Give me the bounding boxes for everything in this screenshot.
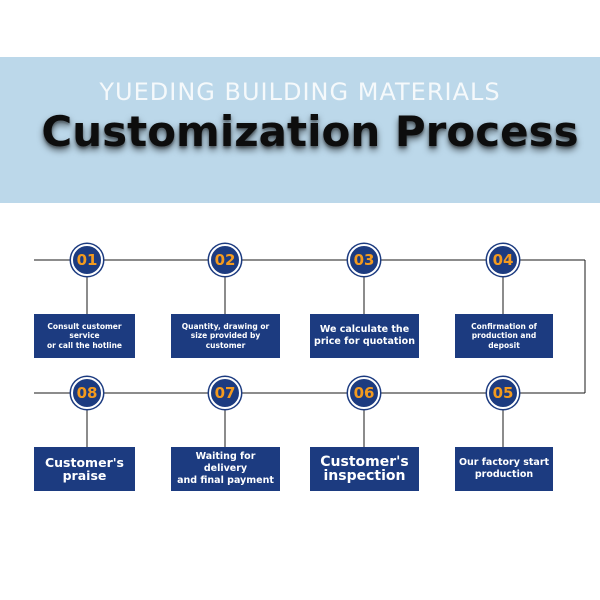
step-number-06: 06 [348,377,380,409]
title-banner [0,57,600,203]
step-number-07: 07 [209,377,241,409]
step-box-01: Consult customer service or call the hot… [34,314,135,358]
step-number-08: 08 [71,377,103,409]
step-number-04: 04 [487,244,519,276]
step-box-06: Customer's inspection [310,447,419,491]
step-box-02: Quantity, drawing or size provided by cu… [171,314,280,358]
step-number-01: 01 [71,244,103,276]
step-box-05: Our factory start production [455,447,553,491]
step-number-02: 02 [209,244,241,276]
step-box-08: Customer's praise [34,447,135,491]
step-box-04: Confirmation of production and deposit [455,314,553,358]
step-number-05: 05 [487,377,519,409]
step-number-03: 03 [348,244,380,276]
page-title: Customization Process [41,107,579,156]
company-name: YUEDING BUILDING MATERIALS [99,78,501,106]
step-box-03: We calculate the price for quotation [310,314,419,358]
step-box-07: Waiting for delivery and final payment [171,447,280,491]
